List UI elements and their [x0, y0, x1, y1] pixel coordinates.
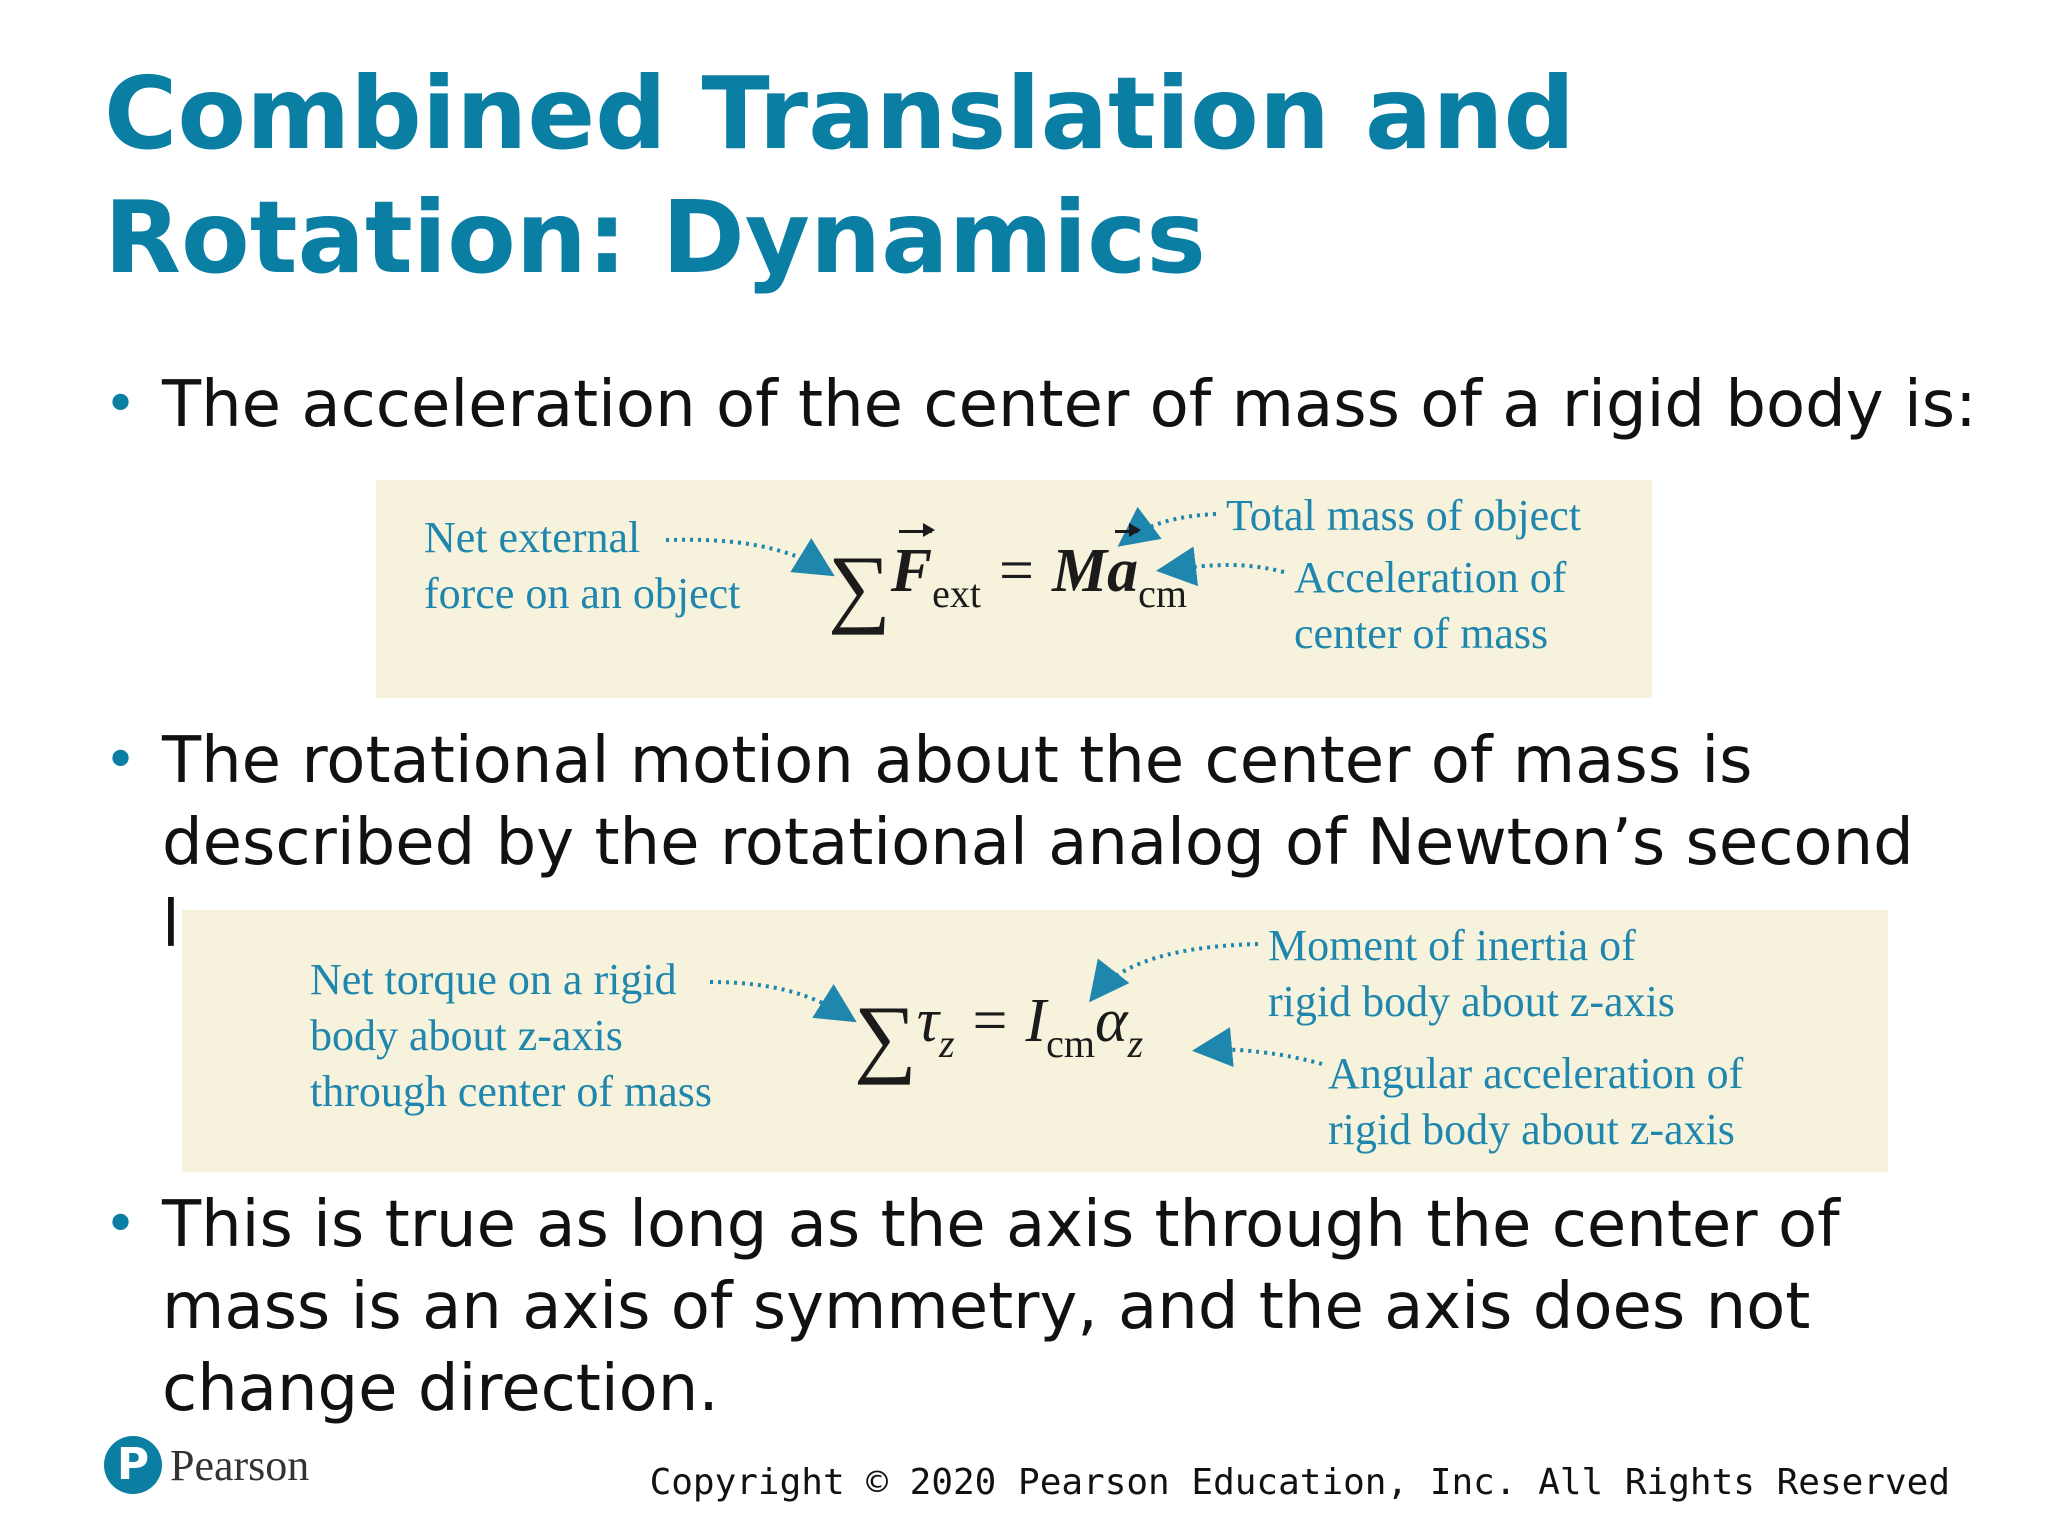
bullet-item-1: • The acceleration of the center of mass… [104, 364, 2002, 446]
label-angular-acceleration: Angular acceleration of rigid body about… [1328, 1049, 1744, 1154]
label-moment-of-inertia: Moment of inertia of rigid body about z-… [1268, 921, 1675, 1026]
annotation-arrows [709, 942, 1323, 1068]
label-net-torque: Net torque on a rigid body about z-axis … [310, 955, 712, 1116]
pearson-logo-icon: P [104, 1436, 162, 1494]
bullet-dot: • [104, 1192, 138, 1257]
equation-box-translation: Net external force on an object ∑Fext=Ma… [376, 480, 1652, 698]
bullet-text-1: The acceleration of the center of mass o… [162, 368, 1977, 442]
equation-newton-second-law: ∑Fext=Macm [828, 523, 1187, 636]
equation-box-rotation: Net torque on a rigid body about z-axis … [182, 910, 1888, 1172]
copyright-notice: Copyright © 2020 Pearson Education, Inc.… [649, 1462, 1950, 1503]
label-acceleration-center-mass: Acceleration of center of mass [1294, 553, 1567, 658]
equation-rotational-newton-law: ∑τz=Icmαz [854, 987, 1144, 1086]
bullet-dot: • [104, 728, 138, 793]
pearson-logo-text: Pearson [170, 1441, 310, 1490]
label-net-external-force: Net external force on an object [424, 513, 741, 618]
bullet-dot: • [104, 372, 138, 437]
label-total-mass: Total mass of object [1226, 491, 1581, 540]
bullet-text-3: This is true as long as the axis through… [162, 1188, 1840, 1426]
bullet-item-3: • This is true as long as the axis throu… [104, 1184, 2002, 1430]
pearson-logo: P Pearson [104, 1436, 314, 1506]
slide-title: Combined Translation and Rotation: Dynam… [104, 55, 1576, 296]
